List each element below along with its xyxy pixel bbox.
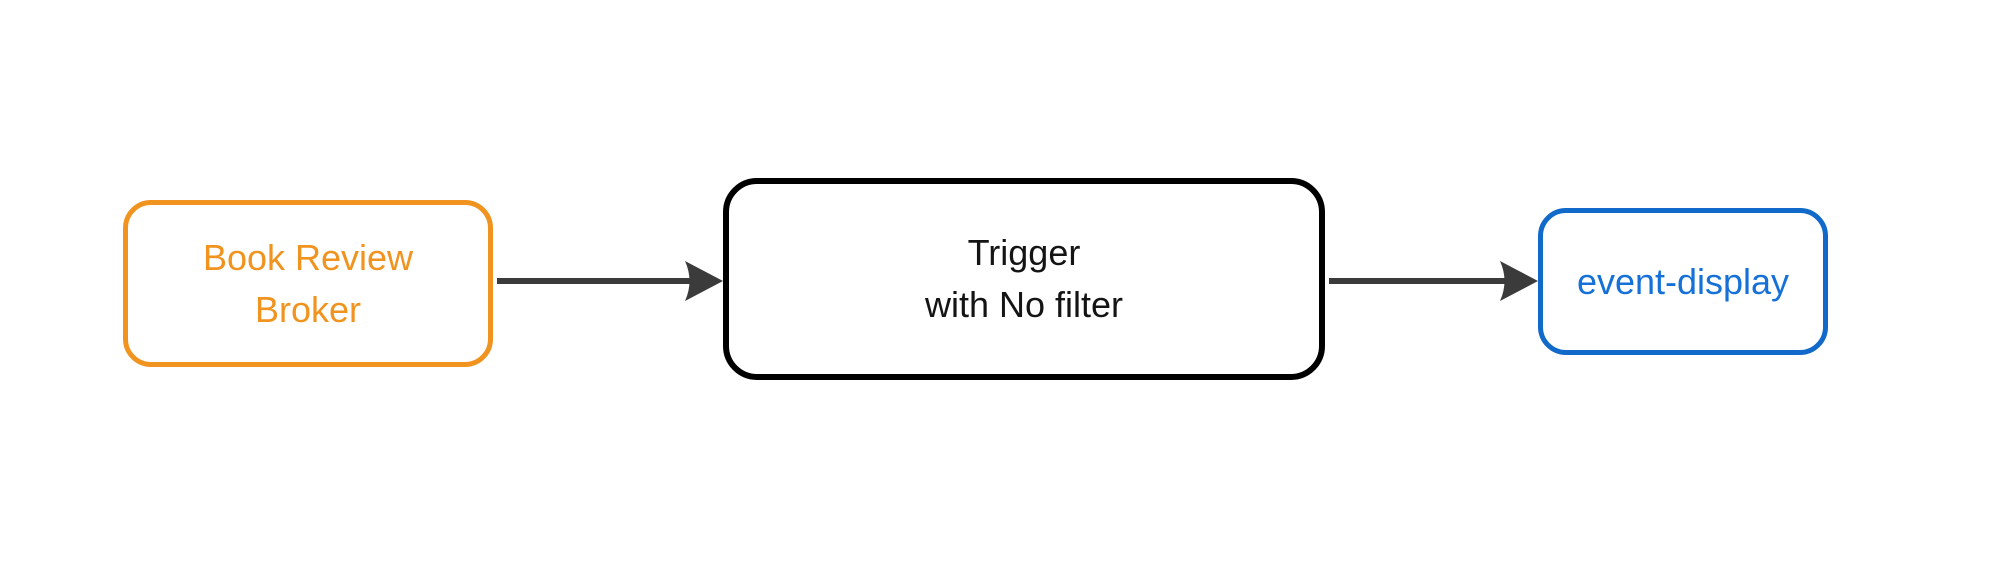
- node-event-display-label: event-display: [1577, 256, 1789, 308]
- arrowhead-icon: [1500, 261, 1538, 301]
- label-line: Broker: [254, 288, 362, 330]
- label-line: event-display: [1576, 260, 1790, 302]
- edge-broker-to-trigger: [497, 259, 723, 303]
- label-line: Book Review: [202, 236, 414, 278]
- node-book-review-broker-label: Book Review Broker: [203, 232, 413, 336]
- label-line: with No filter: [924, 284, 1124, 325]
- arrowhead-icon: [685, 261, 723, 301]
- node-trigger-label: Trigger with No filter: [925, 227, 1123, 331]
- edge-line: [1329, 278, 1508, 284]
- edge-line: [497, 278, 693, 284]
- label-line: Trigger: [967, 232, 1081, 273]
- node-event-display: event-display: [1538, 208, 1828, 355]
- node-trigger: Trigger with No filter: [723, 178, 1325, 380]
- node-book-review-broker: Book Review Broker: [123, 200, 493, 367]
- edge-trigger-to-event-display: [1329, 259, 1538, 303]
